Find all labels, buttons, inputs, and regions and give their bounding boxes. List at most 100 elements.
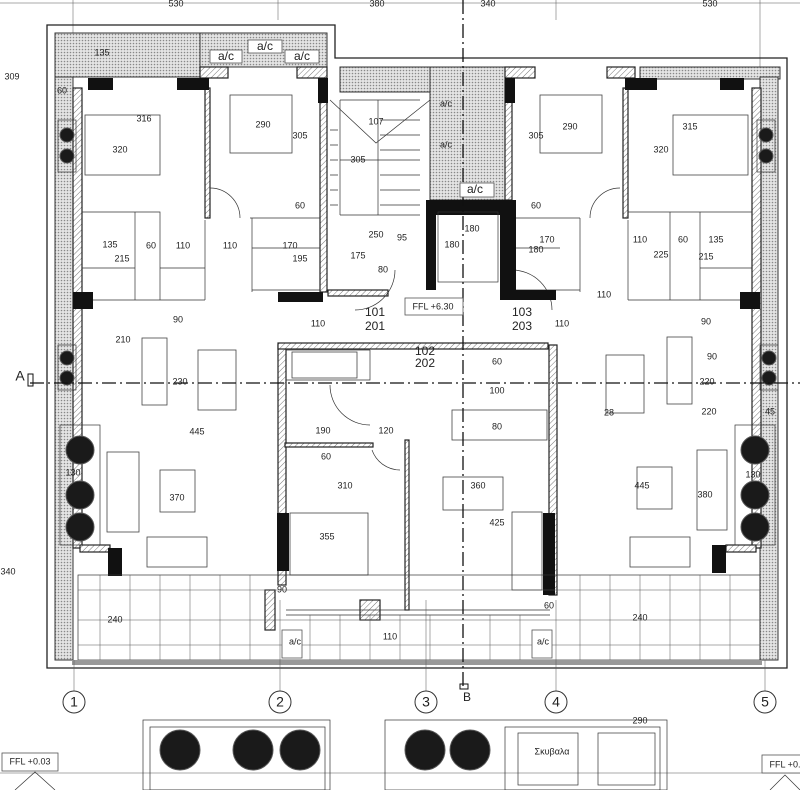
bin-store-label: Σκυβαλα [535, 746, 570, 756]
dim-label: 315 [682, 121, 697, 131]
apartment-number: 202 [415, 356, 435, 370]
dim-label: 110 [633, 234, 647, 244]
dim-label: 110 [383, 631, 397, 641]
dim-label: 180 [444, 239, 459, 249]
dim-label: 530 [168, 0, 183, 8]
dim-label: 110 [223, 240, 237, 250]
bathtub [291, 351, 358, 379]
dim-label: 320 [653, 144, 668, 154]
dim-label: 90 [701, 316, 711, 326]
dim-label: 355 [319, 531, 334, 541]
dim-label: 225 [653, 249, 668, 259]
section-marker-b-icon [459, 683, 469, 690]
dim-label: 90 [277, 584, 287, 594]
dim-label: 290 [562, 121, 577, 131]
planters [57, 119, 779, 546]
building-outline [46, 24, 788, 669]
dim-label: 60 [492, 356, 502, 366]
dim-label: 340 [480, 0, 495, 8]
dim-label: 340 [0, 566, 15, 576]
apartment-number: 203 [512, 319, 532, 333]
dim-label: 360 [470, 480, 485, 490]
dining-table-left [197, 349, 237, 411]
dim-label: 120 [378, 425, 393, 435]
grid-axes [62, 600, 777, 714]
dim-label: 190 [315, 425, 330, 435]
dim-label: 380 [697, 489, 712, 499]
dim-label: 60 [146, 240, 156, 250]
dim-label: 110 [597, 289, 611, 299]
dim-label: 445 [634, 480, 649, 490]
dim-label: 220 [701, 406, 716, 416]
roof-band-left [54, 32, 201, 78]
dim-label: 110 [176, 240, 190, 250]
dim-label: 90 [173, 314, 183, 324]
ac-label: a/c [440, 139, 453, 149]
dim-label: 240 [107, 614, 122, 624]
apartment-number: 103 [512, 305, 532, 319]
sofa-right [696, 449, 728, 531]
coffee-table-left [159, 469, 196, 513]
bed-right [672, 114, 749, 176]
dim-label: 60 [295, 200, 305, 210]
level-tag-ground-left [1, 752, 59, 772]
dim-label: 107 [368, 116, 383, 126]
level-tag-upper [404, 297, 464, 316]
bed-left-2 [229, 94, 293, 154]
coffee-table-right [636, 466, 673, 510]
dim-label: 290 [632, 715, 647, 725]
dim-label: 425 [489, 517, 504, 527]
dim-label: 170 [282, 240, 297, 250]
ac-label: a/c [294, 49, 310, 63]
dim-label: 170 [539, 234, 554, 244]
dim-label: 100 [489, 385, 504, 395]
apartment-numbers: 101 201 102 202 103 203 [365, 305, 532, 370]
level-label-ground-right: FFL +0.03 [770, 759, 800, 769]
dim-label: 60 [678, 234, 688, 244]
grid-axis-2: 2 [276, 694, 284, 710]
ac-label: a/c [537, 636, 550, 646]
dim-label: 195 [292, 253, 307, 263]
furniture [84, 94, 749, 591]
dim-label: 220 [699, 376, 714, 386]
section-marker-a-icon [27, 373, 34, 387]
walls [72, 66, 762, 631]
ac-label: a/c [440, 98, 453, 108]
sofa-left [106, 451, 140, 533]
dim-label: 110 [311, 318, 325, 328]
section-label-b: B [463, 690, 471, 704]
sofa-center-2 [511, 511, 543, 591]
dim-label: 305 [292, 130, 307, 140]
dim-label: 380 [369, 0, 384, 8]
level-tag-ground-right [761, 754, 800, 774]
grid-axis-1: 1 [70, 694, 78, 710]
bed-right-2 [539, 94, 603, 154]
ac-label: a/c [289, 636, 302, 646]
bin-store [517, 732, 579, 786]
grid-axis-4: 4 [552, 694, 560, 710]
columns [73, 78, 760, 595]
dim-label: 290 [255, 119, 270, 129]
level-label-upper: FFL +6.30 [413, 301, 454, 311]
sofa-right-2 [629, 536, 691, 568]
lift-core [426, 200, 516, 300]
ac-shaft [429, 66, 506, 201]
roof-band-right [639, 66, 781, 80]
bed-left [84, 114, 161, 176]
lift-car [437, 211, 499, 283]
kitchen-island [451, 409, 548, 441]
dim-label: 135 [102, 239, 117, 249]
dim-label: 210 [115, 334, 130, 344]
dim-label: 95 [397, 232, 407, 242]
apartment-number: 101 [365, 305, 385, 319]
dim-label: 240 [632, 612, 647, 622]
dim-label: 445 [189, 426, 204, 436]
dining-table-right [605, 354, 645, 414]
site-area [0, 719, 800, 790]
dim-label: 60 [321, 451, 331, 461]
dim-label: 230 [172, 376, 187, 386]
dim-label: 316 [136, 113, 151, 123]
partitions [82, 99, 752, 616]
ac-label: a/c [218, 49, 234, 63]
